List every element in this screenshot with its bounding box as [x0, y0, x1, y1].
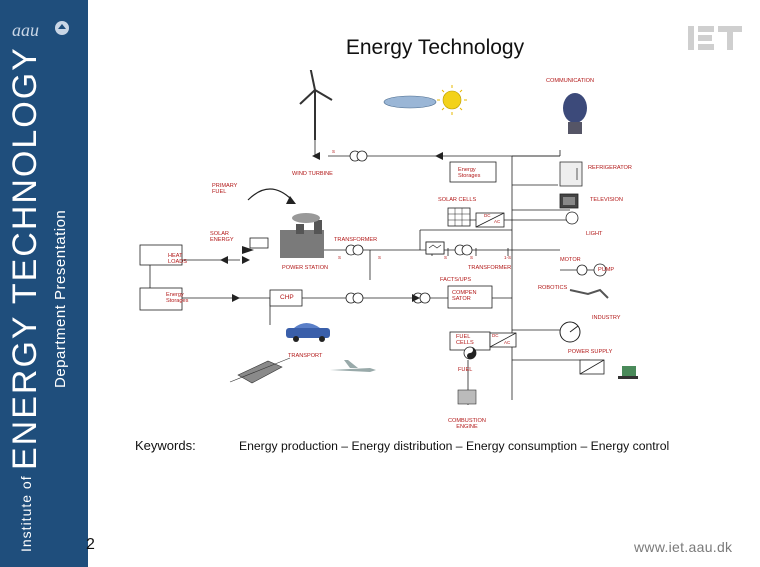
diagram-lines: [139, 70, 638, 405]
label-power-supply: POWER SUPPLY: [568, 349, 613, 355]
label-transformer-top: TRANSFORMER: [334, 237, 378, 243]
motor-icon: [576, 263, 607, 277]
institute-label: Institute of: [18, 475, 34, 552]
label-s-1: S: [332, 149, 336, 154]
technology-word: TECHNOLOGY: [6, 46, 44, 305]
switch-icon: [425, 241, 445, 255]
label-transport: TRANSPORT: [288, 353, 323, 359]
wind-turbine-icon: [299, 70, 333, 140]
energy-word: ENERGY: [6, 315, 44, 470]
television-icon: [559, 193, 579, 209]
label-pump: PUMP: [598, 267, 615, 273]
sidebar: aau Institute of ENERGY TECHNOLOGY Depar…: [0, 0, 88, 567]
label-power-station: POWER STATION: [282, 265, 329, 271]
label-robotics: ROBOTICS: [538, 285, 568, 291]
label-combustion-engine: COMBUSTION ENGINE: [448, 418, 486, 431]
institute-name: ENERGY TECHNOLOGY: [6, 46, 45, 470]
label-energy-storages-left: Energy Storages: [166, 292, 189, 305]
keywords-label: Keywords:: [135, 438, 196, 453]
label-communication: COMMUNICATION: [546, 78, 595, 84]
label-s-3: S: [378, 255, 382, 260]
industry-icon: [559, 321, 581, 343]
satellite-dish-icon: [563, 93, 587, 134]
label-industry: INDUSTRY: [592, 315, 621, 321]
aau-logo: aau: [12, 20, 69, 40]
label-ac-2: AC: [504, 340, 511, 345]
label-fuel: FUEL: [458, 367, 473, 373]
iet-logo: [688, 26, 742, 50]
page-number-bar: [80, 530, 86, 567]
label-television: TELEVISION: [590, 197, 623, 203]
label-motor: MOTOR: [560, 257, 581, 263]
label-solar-cells: SOLAR CELLS: [438, 197, 477, 203]
refrigerator-icon: [559, 161, 583, 187]
label-s-6: 1-S: [504, 255, 512, 260]
label-light: LIGHT: [586, 231, 603, 237]
label-s-5: S: [470, 255, 474, 260]
page-number: 2: [86, 536, 95, 553]
label-compensator: COMPEN SATOR: [452, 290, 477, 303]
label-transformer-mid: TRANSFORMER: [468, 265, 512, 271]
laptop-icon: [618, 366, 638, 379]
label-dc-2: DC: [492, 333, 499, 338]
light-bulb-icon: [565, 211, 579, 225]
label-ac-1: AC: [494, 219, 501, 224]
train-icon: [229, 357, 291, 384]
car-icon: [286, 323, 330, 342]
solar-panel-icon: [447, 207, 471, 227]
label-energy-storages-top: Energy Storages: [458, 167, 481, 180]
label-facts-ups: FACTS/UPS: [440, 277, 472, 283]
robot-arm-icon: [569, 288, 609, 299]
combustion-engine-icon: [457, 389, 477, 405]
label-s-4: S: [444, 255, 448, 260]
airplane-icon: [330, 360, 376, 372]
chp-icon: [249, 237, 269, 249]
label-chp: CHP: [280, 294, 294, 301]
fuel-cell-icon: [463, 346, 477, 360]
sun-icon: [437, 85, 467, 115]
power-station-icon: [280, 213, 324, 258]
airship-icon: [383, 95, 437, 109]
footer-url[interactable]: www.iet.aau.dk: [634, 539, 733, 555]
slide-title: Energy Technology: [345, 36, 525, 59]
label-refrigerator: REFRIGERATOR: [588, 165, 632, 171]
label-dc-1: DC: [484, 213, 491, 218]
aau-logo-text: aau: [12, 20, 39, 40]
label-wind-turbine: WIND TURBINE: [292, 171, 333, 177]
label-s-2: S: [338, 255, 342, 260]
label-primary-fuel: PRIMARY FUEL: [212, 183, 238, 196]
label-heat-loads: HEAT LOADS: [168, 253, 187, 266]
label-fuel-cells: FUEL CELLS: [456, 334, 474, 347]
label-solar-energy: SOLAR ENERGY: [210, 231, 234, 244]
keywords-text: Energy production – Energy distribution …: [239, 439, 670, 453]
energy-diagram: COMMUNICATION REFRIGERATOR WIND TURBINE …: [130, 70, 760, 440]
department-label: Department Presentation: [52, 209, 69, 388]
